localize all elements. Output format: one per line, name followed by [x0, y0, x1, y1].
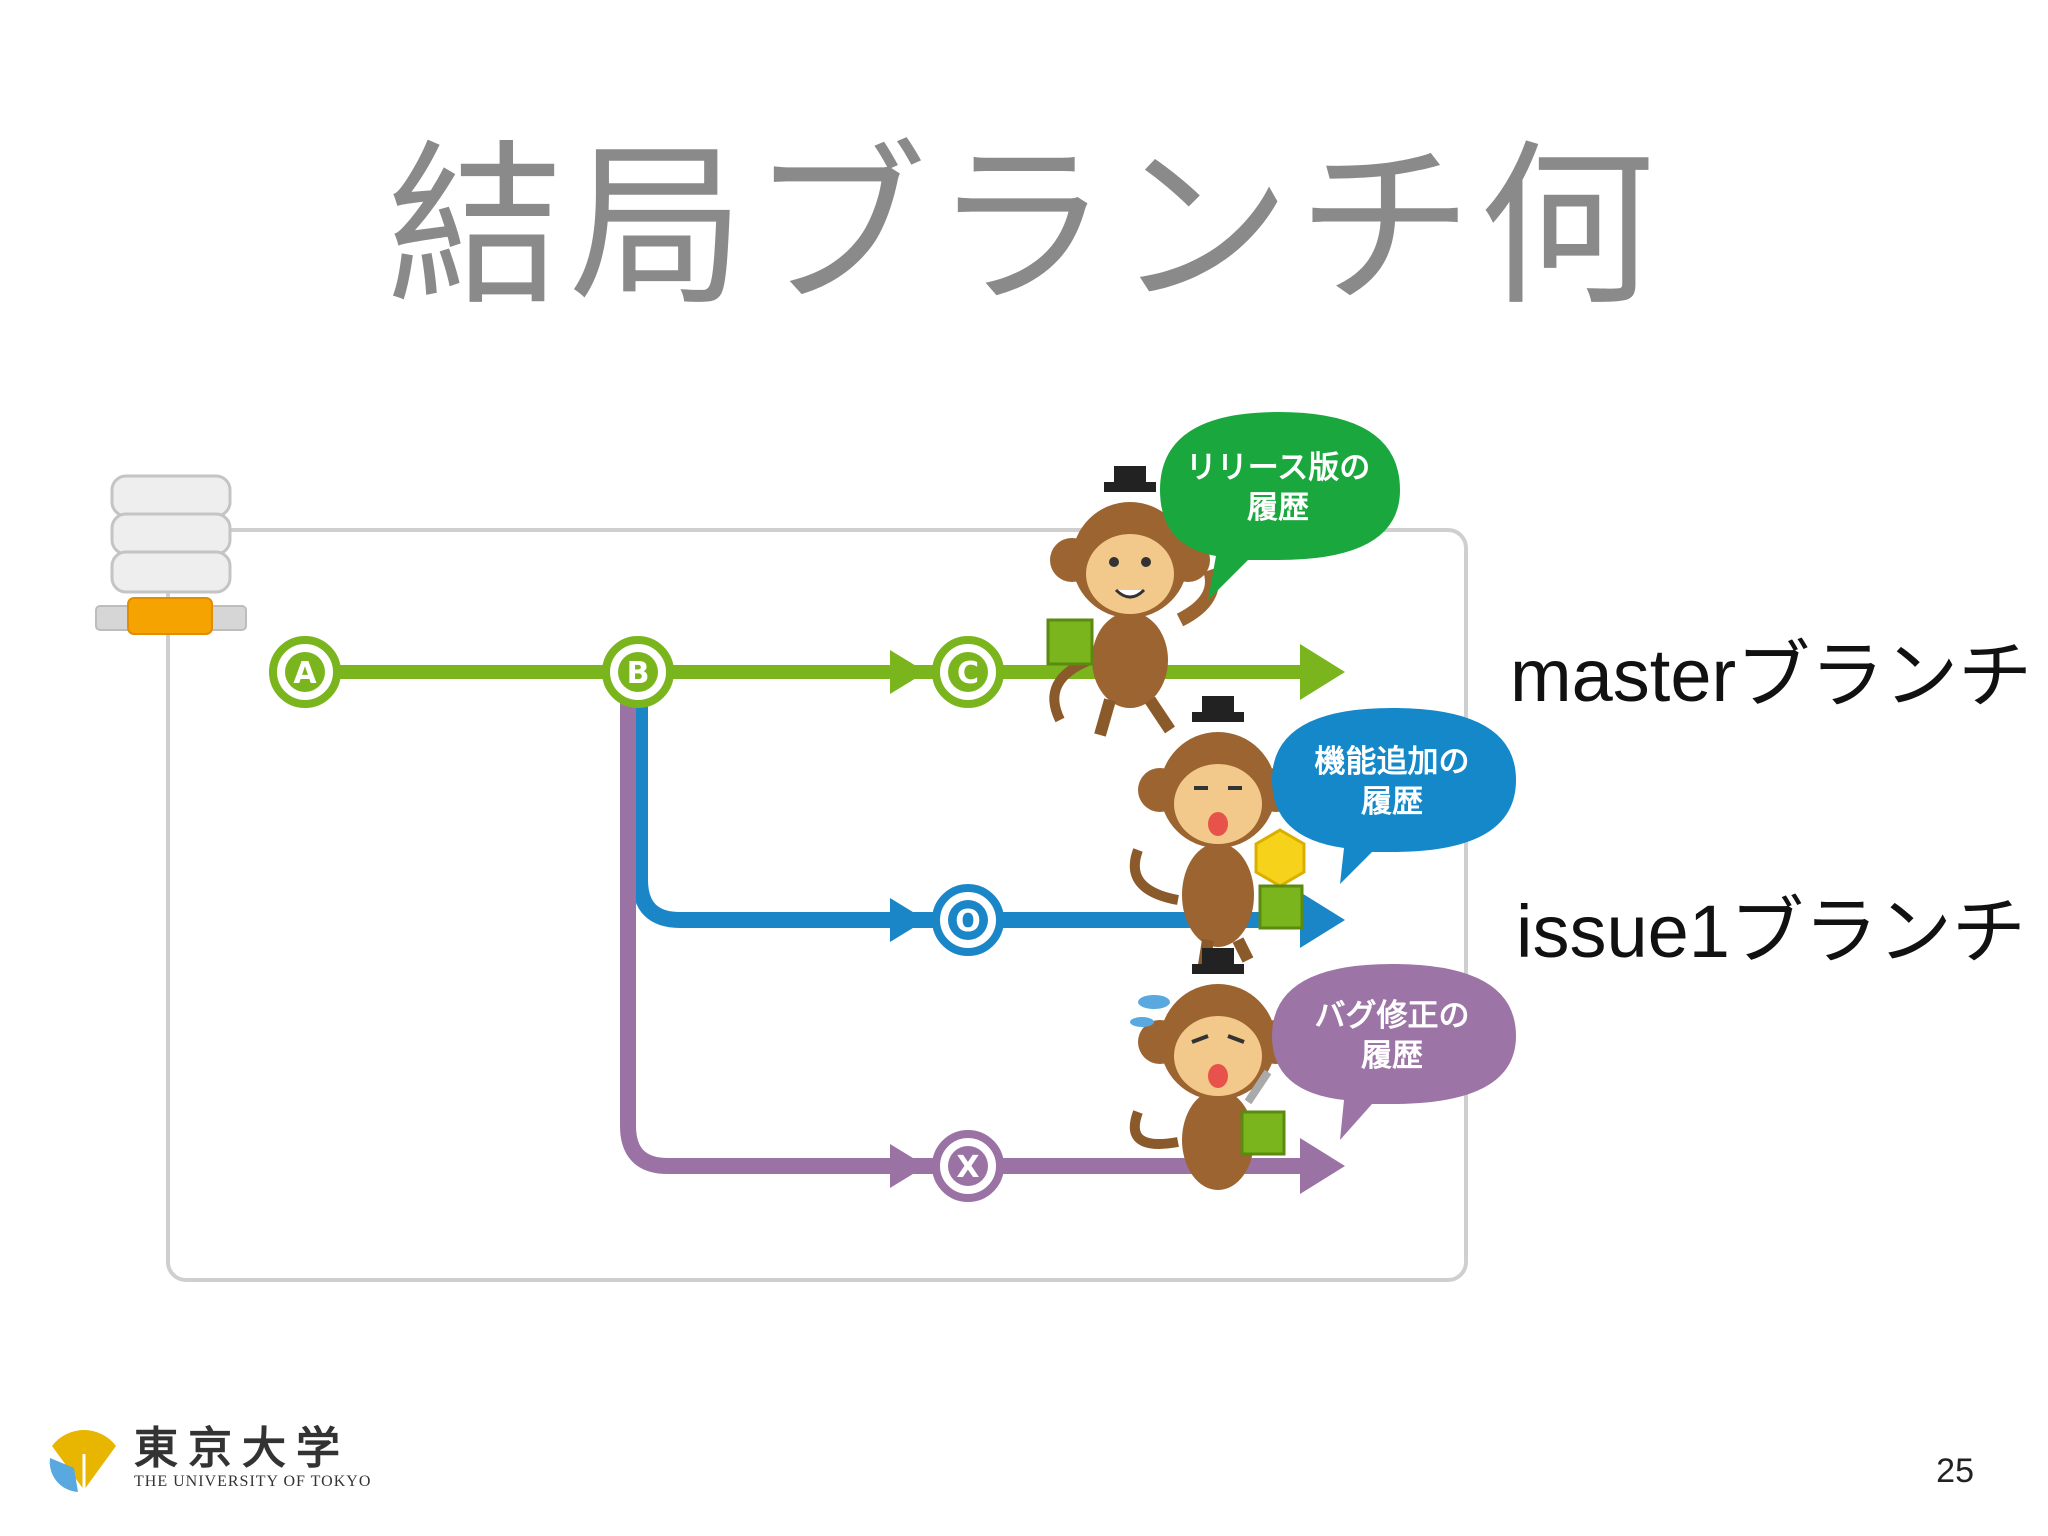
bugfix-bubble-line-2: 履歴	[1361, 1038, 1423, 1074]
release-bubble-line-2: 履歴	[1247, 490, 1309, 526]
master-branch-label: masterブランチ	[1510, 634, 2033, 717]
monkey-mascot-icon	[1129, 948, 1298, 1190]
release-bubble-line-1: リリース版の	[1186, 450, 1370, 486]
feature-bubble-line-2: 履歴	[1361, 784, 1423, 820]
logo-japanese-name: 東京大学	[134, 1422, 350, 1474]
bugfix-branch-line	[620, 690, 1345, 1194]
commit-b-label: B	[627, 656, 650, 691]
commit-a: A	[269, 636, 341, 708]
commit-o: O	[932, 884, 1004, 956]
bugfix-history-bubble: バグ修正の 履歴	[1272, 964, 1516, 1140]
feature-history-bubble: 機能追加の 履歴	[1272, 708, 1516, 884]
feature-bubble-line-1: 機能追加の	[1315, 744, 1470, 780]
ginkgo-leaf-icon	[49, 1430, 116, 1492]
commit-x: X	[932, 1130, 1004, 1202]
bugfix-bubble-line-1: バグ修正の	[1315, 998, 1470, 1034]
commit-x-label: X	[956, 1150, 979, 1185]
commit-c-label: C	[957, 656, 979, 691]
page-number: 25	[1936, 1452, 1974, 1490]
commit-o-label: O	[955, 904, 981, 939]
university-logo: 東京大学 THE UNIVERSITY OF TOKYO	[44, 1418, 371, 1498]
commit-b: B	[602, 636, 674, 708]
repository-frame	[166, 528, 1468, 1282]
release-history-bubble: リリース版の 履歴	[1160, 412, 1400, 600]
repository-server-icon	[95, 474, 247, 635]
slide-title: 結局ブランチ何	[386, 125, 1661, 330]
commit-c: C	[932, 636, 1004, 708]
monkey-mascot-icon	[1046, 466, 1219, 737]
issue1-branch-label: issue1ブランチ	[1516, 890, 2026, 973]
commit-a-label: A	[293, 656, 317, 691]
logo-english-name: THE UNIVERSITY OF TOKYO	[134, 1473, 372, 1491]
master-branch-line	[305, 644, 1345, 700]
feature-branch-line	[632, 690, 1345, 948]
